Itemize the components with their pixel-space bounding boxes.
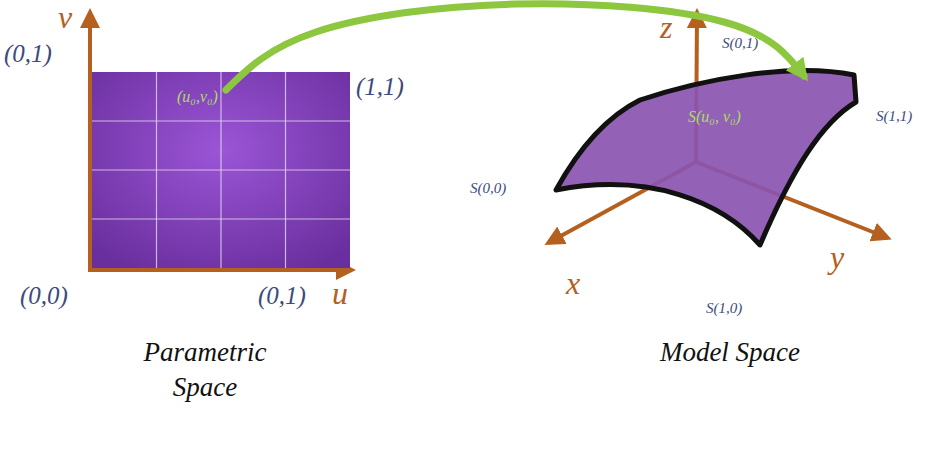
surface-point-label: S(u₀, v₀) <box>688 108 741 126</box>
axis-name: z <box>660 10 672 45</box>
space-caption: Model Space <box>650 335 810 370</box>
corner-coordinate: (1,1) <box>356 73 404 101</box>
parametric-axes <box>88 12 352 271</box>
corner-point-label: S(0,0) <box>470 180 506 197</box>
corner-point-label: S(1,1) <box>876 108 912 125</box>
surface-shape <box>540 40 870 255</box>
axis-name: x <box>566 266 580 301</box>
space-caption: Parametric Space <box>110 335 300 405</box>
axis-name: v <box>58 0 72 35</box>
axis-name: y <box>830 240 844 275</box>
corner-point-label: S(1,0) <box>706 300 742 317</box>
corner-point-label: S(0,1) <box>722 35 758 52</box>
parameter-point-label: (u₀,v₀) <box>177 88 218 106</box>
parameter-square: (u₀,v₀) <box>92 72 350 268</box>
axis-name: u <box>332 276 348 311</box>
square-fill <box>92 72 350 268</box>
surface-patch: S(u₀, v₀) <box>540 40 870 255</box>
corner-coordinate: (0,0) <box>20 282 68 310</box>
corner-coordinate: (0,1) <box>4 40 52 68</box>
corner-coordinate: (0,1) <box>258 282 306 310</box>
